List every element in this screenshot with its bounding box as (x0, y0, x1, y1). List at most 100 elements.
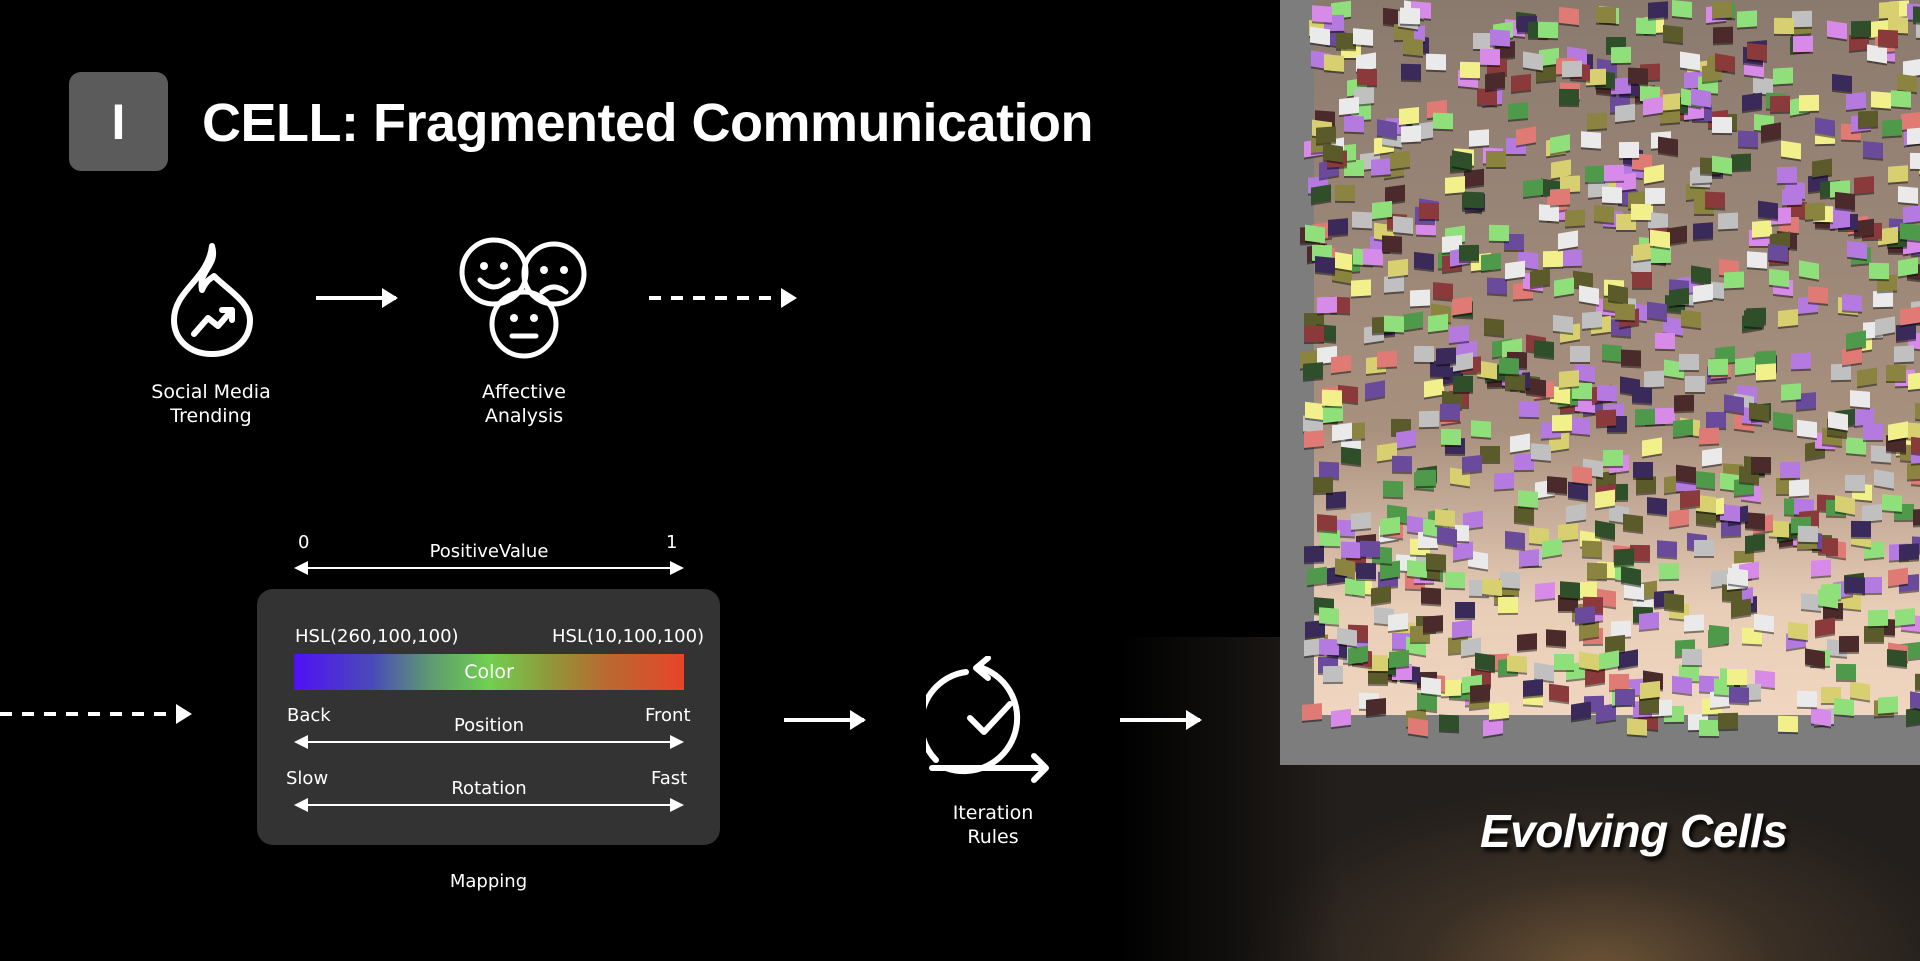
cell-tile (1899, 223, 1920, 242)
cell-tile (1514, 505, 1535, 524)
cell-tile (1671, 675, 1692, 695)
cell-tile (1451, 619, 1472, 639)
cell-tile (1717, 212, 1738, 230)
cell-tile (1581, 130, 1602, 149)
cell-tile (1505, 530, 1526, 550)
cell-tile (1303, 362, 1324, 380)
cell-tile (1754, 613, 1775, 633)
cell-tile (1799, 94, 1820, 112)
cell-tile (1403, 310, 1423, 331)
cell-tile (1400, 125, 1421, 143)
cell-tile (1336, 627, 1357, 647)
cell-tile (1474, 652, 1495, 672)
rotation-label: Rotation (451, 778, 527, 799)
cell-tile (1529, 268, 1550, 288)
cell-tile (1351, 211, 1372, 229)
mapping-panel (257, 589, 720, 845)
iteration-label: Iteration Rules (913, 801, 1073, 849)
cell-tile (1570, 346, 1591, 363)
dashed-arrow (0, 704, 192, 724)
affective-label: Affective Analysis (444, 380, 604, 428)
cell-tile (1636, 17, 1657, 35)
arrow (784, 710, 866, 730)
cell-tile (1845, 330, 1866, 350)
cell-tile (1335, 184, 1356, 201)
cell-tile (1867, 43, 1888, 64)
cell-tile (1608, 283, 1629, 304)
cell-tile (1316, 513, 1337, 532)
cell-tile (1768, 268, 1789, 288)
cell-tile (1769, 95, 1790, 113)
cell-tile (1817, 589, 1838, 609)
cell-tile (1507, 655, 1528, 673)
cell-tile (1317, 296, 1338, 314)
cell-tile (1550, 188, 1571, 206)
cell-tile (1523, 179, 1544, 198)
cell-tile (1371, 585, 1392, 605)
cell-tile (1690, 265, 1711, 285)
cell-tile (1486, 150, 1507, 167)
cell-tile (1684, 614, 1705, 632)
cell-tile (1324, 54, 1345, 72)
cell-tile (1594, 204, 1615, 223)
cell-tile (1439, 714, 1460, 731)
cell-tile (1302, 703, 1323, 722)
cell-tile (1371, 157, 1392, 176)
cell-tile (1632, 386, 1653, 404)
cell-tile (1654, 407, 1675, 425)
cell-tile (1582, 540, 1603, 558)
cell-tile (1392, 455, 1413, 472)
cell-tile (1862, 141, 1883, 159)
position-label: Position (453, 715, 525, 736)
cell-tile (1444, 571, 1465, 588)
cell-tile (1898, 256, 1919, 277)
cell-tile (1451, 296, 1472, 316)
cell-tile (1410, 289, 1431, 307)
cell-tile (1663, 24, 1684, 43)
cell-tile (1554, 653, 1575, 671)
position-right-label: Front (645, 705, 691, 726)
cell-tile (1488, 702, 1509, 721)
cell-tile (1893, 345, 1914, 363)
cell-tile (1797, 419, 1818, 439)
cell-tile (1493, 472, 1514, 490)
cell-tile (1565, 209, 1586, 227)
cell-tile (1646, 497, 1667, 516)
page-title: CELL: Fragmented Communication (202, 93, 1094, 153)
value-min: 0 (298, 532, 310, 553)
cell-tile (1476, 88, 1497, 106)
cell-tile (1498, 597, 1519, 614)
cell-tile (1772, 67, 1793, 85)
cell-tile (1618, 142, 1639, 159)
color-left-label: HSL(260,100,100) (295, 626, 459, 647)
cell-tile (1416, 692, 1437, 712)
cell-tile (1587, 562, 1608, 580)
cell-tile (1863, 626, 1884, 643)
cell-tile (1471, 420, 1492, 439)
label-line: Iteration (952, 802, 1034, 824)
cell-tile (1428, 313, 1449, 332)
positive-value-label: PositiveValue (429, 541, 549, 562)
cell-tile (1326, 491, 1347, 510)
cell-tile (1882, 118, 1903, 137)
cell-tile (1305, 225, 1326, 244)
cell-tile (1425, 53, 1446, 71)
cell-tile (1916, 21, 1920, 39)
cell-tile (1312, 5, 1333, 23)
cell-tile (1584, 165, 1605, 182)
cell-tile (1789, 479, 1810, 497)
cell-tile (1712, 1, 1733, 19)
cell-tile (1805, 202, 1826, 221)
cell-tile (1674, 394, 1695, 412)
cell-tile (1748, 402, 1769, 422)
color-gradient-bar: Color (294, 654, 684, 690)
cell-tile (1747, 43, 1768, 62)
cell-tile (1693, 539, 1714, 556)
cell-tile (1546, 476, 1567, 495)
cell-tile (1396, 429, 1417, 449)
cell-tile (1692, 283, 1713, 303)
cell-tile (1911, 436, 1920, 456)
cell-tile (1647, 301, 1668, 321)
cell-tile (1568, 481, 1589, 501)
cell-tile (1792, 35, 1813, 53)
